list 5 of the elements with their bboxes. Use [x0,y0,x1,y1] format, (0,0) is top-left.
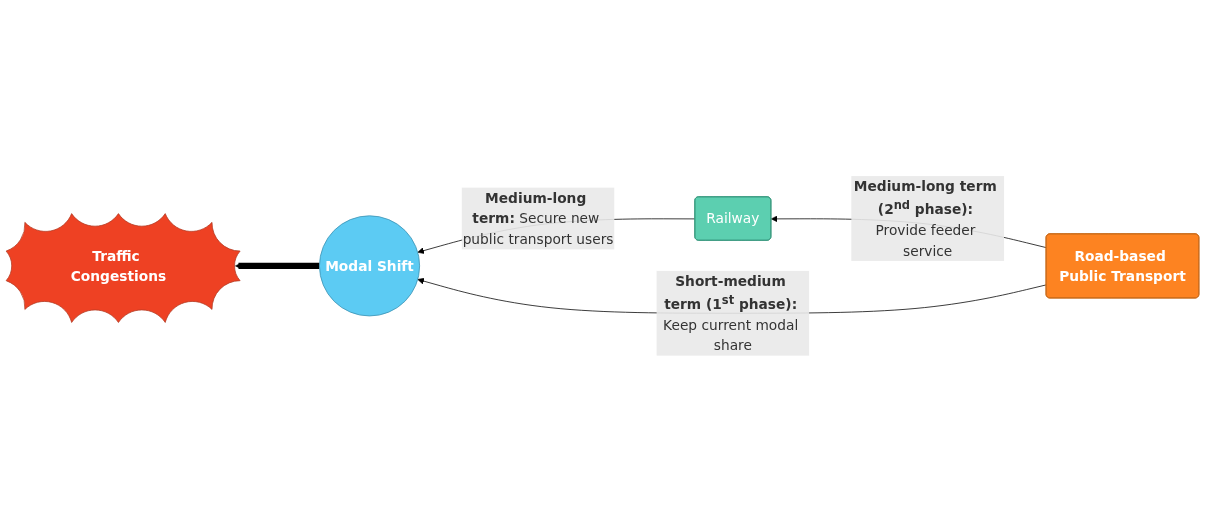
edge-label: Medium-long term: Secure new public transport users [462,189,614,248]
edge-label: Short-medium term (1$^{st}$ phase): Keep current modal share [663,273,799,354]
edge-label: Medium-long term (2$^{nd}$ phase): Provide feeder service [853,178,997,259]
node-circle: Modal Shift [319,215,420,317]
arrow [235,262,320,270]
